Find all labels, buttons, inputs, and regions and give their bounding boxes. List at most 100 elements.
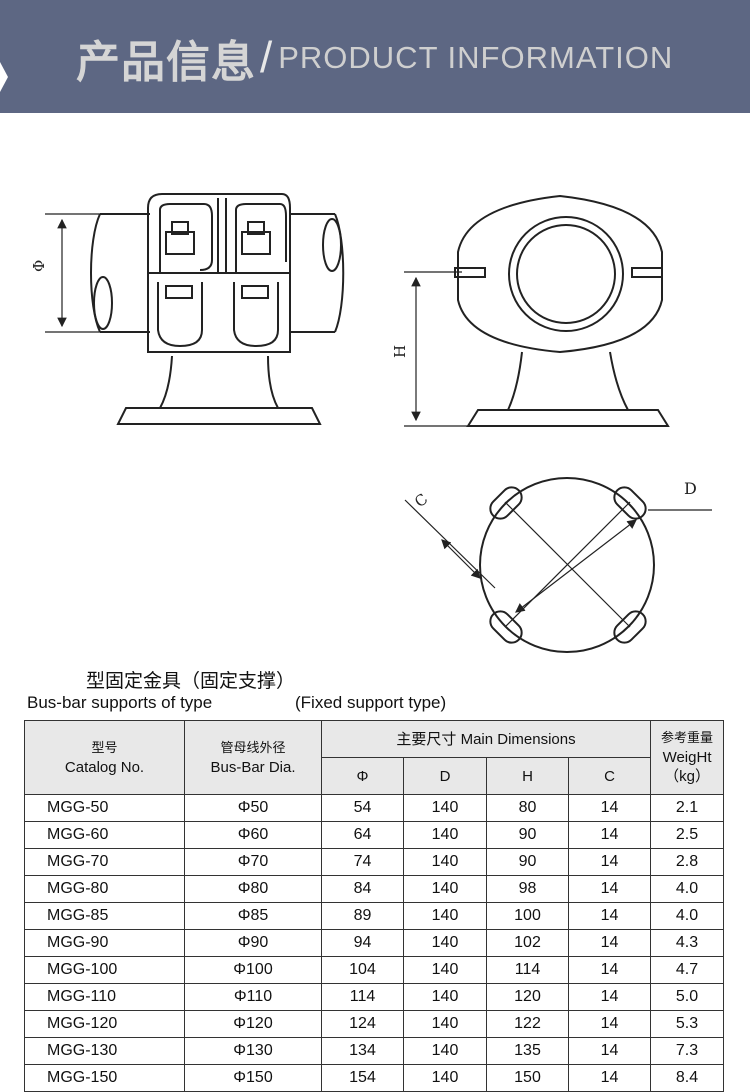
cell-dia: Φ120 bbox=[184, 1010, 322, 1038]
cell-model: MGG-110 bbox=[24, 983, 185, 1011]
cell-d: 140 bbox=[403, 956, 487, 984]
side-view-drawing bbox=[404, 194, 670, 427]
cell-d: 140 bbox=[403, 929, 487, 957]
cell-h: 98 bbox=[486, 875, 569, 903]
cell-h: 90 bbox=[486, 848, 569, 876]
cell-d: 140 bbox=[403, 1010, 487, 1038]
chevron-right-icon bbox=[0, 62, 8, 92]
cell-d: 140 bbox=[403, 1064, 487, 1092]
cell-d: 140 bbox=[403, 794, 487, 822]
cell-dia: Φ100 bbox=[184, 956, 322, 984]
cell-weight: 4.0 bbox=[650, 875, 725, 903]
cell-dia: Φ110 bbox=[184, 983, 322, 1011]
cell-h: 100 bbox=[486, 902, 569, 930]
header-weight-unit: （kg） bbox=[664, 768, 710, 785]
page-title: 产品信息 / PRODUCT INFORMATION bbox=[76, 28, 673, 88]
caption-en: Bus-bar supports of type bbox=[27, 693, 213, 712]
cell-dia: Φ60 bbox=[184, 821, 322, 849]
cell-dia: Φ90 bbox=[184, 929, 322, 957]
cell-phi: 154 bbox=[321, 1064, 404, 1092]
title-separator: / bbox=[260, 33, 273, 82]
cell-d: 140 bbox=[403, 875, 487, 903]
header-d: D bbox=[403, 757, 487, 795]
header-c: C bbox=[567, 757, 652, 795]
header-banner: 产品信息 / PRODUCT INFORMATION bbox=[0, 0, 750, 113]
cell-weight: 4.7 bbox=[650, 956, 725, 984]
cell-h: 90 bbox=[486, 821, 569, 849]
cell-c: 14 bbox=[567, 794, 652, 822]
header-dia-cn: 管母线外径 bbox=[220, 740, 286, 756]
header-dims: 主要尺寸 Main Dimensions bbox=[320, 720, 652, 758]
cell-model: MGG-50 bbox=[24, 794, 185, 822]
cell-d: 140 bbox=[403, 983, 487, 1011]
cell-phi: 54 bbox=[321, 794, 404, 822]
cell-model: MGG-60 bbox=[24, 821, 185, 849]
cell-phi: 134 bbox=[321, 1037, 404, 1065]
cell-d: 140 bbox=[403, 1037, 487, 1065]
cell-weight: 2.5 bbox=[650, 821, 725, 849]
cell-c: 14 bbox=[567, 848, 652, 876]
cell-model: MGG-150 bbox=[24, 1064, 185, 1092]
cell-d: 140 bbox=[403, 848, 487, 876]
phi-label: Φ bbox=[30, 260, 48, 272]
cell-dia: Φ150 bbox=[184, 1064, 322, 1092]
title-en: PRODUCT INFORMATION bbox=[278, 40, 674, 75]
cell-dia: Φ70 bbox=[184, 848, 322, 876]
cell-c: 14 bbox=[567, 1010, 652, 1038]
title-cn: 产品信息 bbox=[76, 37, 256, 88]
cell-d: 140 bbox=[403, 821, 487, 849]
cell-weight: 4.3 bbox=[650, 929, 725, 957]
cell-c: 14 bbox=[567, 875, 652, 903]
cell-d: 140 bbox=[403, 902, 487, 930]
header-weight-cn: 参考重量 bbox=[661, 731, 714, 746]
header-model-en: Catalog No. bbox=[64, 758, 145, 776]
cell-weight: 2.8 bbox=[650, 848, 725, 876]
cell-phi: 74 bbox=[321, 848, 404, 876]
cell-h: 114 bbox=[486, 956, 569, 984]
caption-type: (Fixed support type) bbox=[295, 693, 447, 712]
cell-dia: Φ80 bbox=[184, 875, 322, 903]
header-dia: 管母线外径 Bus-Bar Dia. bbox=[184, 720, 322, 795]
cell-c: 14 bbox=[567, 902, 652, 930]
cell-c: 14 bbox=[567, 821, 652, 849]
spec-table: 型号 Catalog No. 管母线外径 Bus-Bar Dia. 主要尺寸 M… bbox=[24, 720, 725, 1092]
cell-model: MGG-90 bbox=[24, 929, 185, 957]
cell-model: MGG-70 bbox=[24, 848, 185, 876]
cell-h: 135 bbox=[486, 1037, 569, 1065]
cell-c: 14 bbox=[567, 1064, 652, 1092]
technical-drawings: Φ H C D bbox=[30, 193, 712, 653]
cell-h: 120 bbox=[486, 983, 569, 1011]
cell-dia: Φ130 bbox=[184, 1037, 322, 1065]
cell-c: 14 bbox=[567, 929, 652, 957]
header-phi: Φ bbox=[321, 757, 404, 795]
cell-dia: Φ50 bbox=[184, 794, 322, 822]
cell-model: MGG-130 bbox=[24, 1037, 185, 1065]
cell-c: 14 bbox=[567, 1037, 652, 1065]
h-label: H bbox=[391, 345, 409, 358]
cell-model: MGG-100 bbox=[24, 956, 185, 984]
cell-phi: 84 bbox=[321, 875, 404, 903]
header-weight: 参考重量 WeigHt （kg） bbox=[650, 720, 725, 795]
header-weight-en: WeigHt bbox=[662, 749, 712, 766]
cell-weight: 8.4 bbox=[650, 1064, 725, 1092]
cell-model: MGG-85 bbox=[24, 902, 185, 930]
cell-weight: 7.3 bbox=[650, 1037, 725, 1065]
cell-phi: 89 bbox=[321, 902, 404, 930]
cell-weight: 4.0 bbox=[650, 902, 725, 930]
cell-h: 150 bbox=[486, 1064, 569, 1092]
cell-weight: 2.1 bbox=[650, 794, 725, 822]
header-dia-en: Bus-Bar Dia. bbox=[210, 758, 296, 776]
cell-weight: 5.0 bbox=[650, 983, 725, 1011]
caption-cn: 型固定金具（固定支撑） bbox=[86, 670, 296, 692]
d-label: D bbox=[684, 479, 697, 498]
